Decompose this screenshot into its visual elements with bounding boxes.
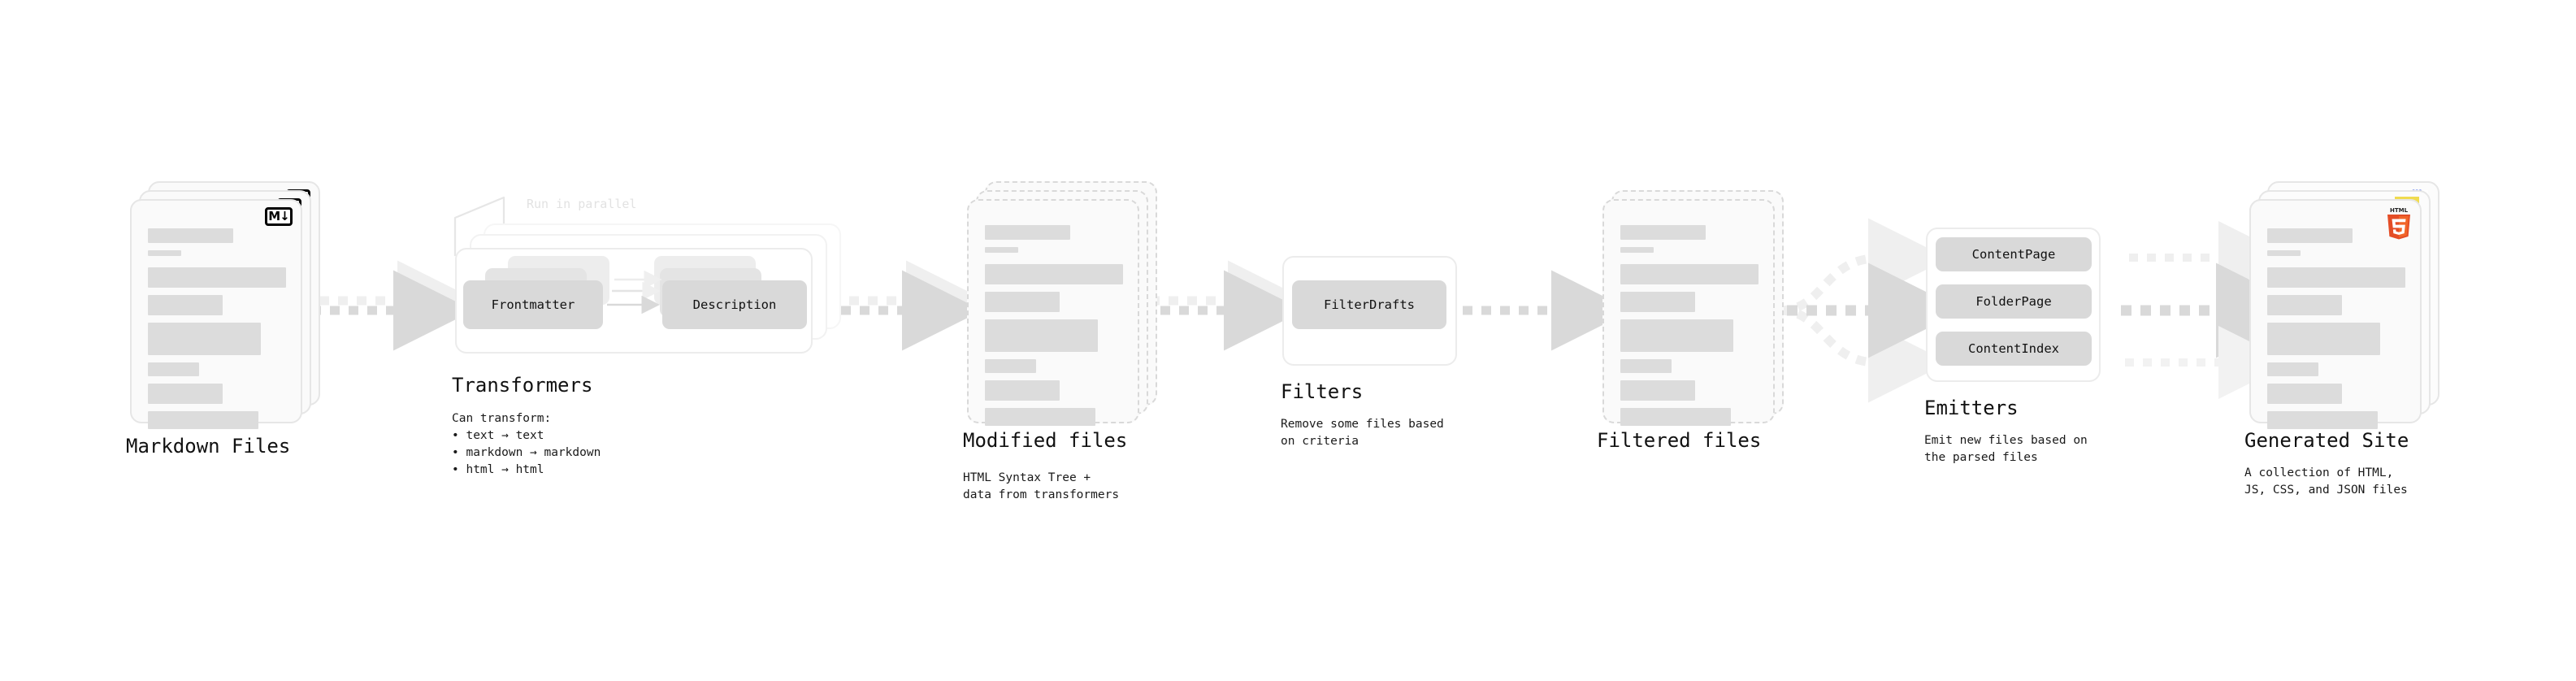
generated-site-subtitle: A collection of HTML, JS, CSS, and JSON … [2244,466,2408,497]
generated-card-html: HTML [2249,199,2422,429]
document-placeholder-lines [148,228,286,429]
arrow-markdown-to-transformers [311,260,478,351]
transformer-chip-frontmatter[interactable]: Frontmatter [463,280,603,329]
emitter-chip-contentpage[interactable]: ContentPage [1936,237,2092,271]
arrow-filtered-to-emitters [1767,218,1963,403]
document-placeholder-lines [985,225,1123,426]
filtered-card-front [1602,199,1775,426]
markdown-files-title: Markdown Files [126,435,291,458]
transformers-title: Transformers [452,374,593,397]
filters-title: Filters [1281,380,1364,403]
generated-site-title: Generated Site [2244,429,2409,452]
emitter-chip-contentindex[interactable]: ContentIndex [1936,332,2092,366]
document-placeholder-lines [2267,228,2405,429]
modified-files-title: Modified files [963,429,1128,452]
markdown-icon: M↓ [265,207,293,226]
html5-icon: HTML [2387,207,2410,240]
document-placeholder-lines [1620,225,1759,426]
transformers-subtitle: Can transform: • text → text • markdown … [452,412,601,477]
svg-text:HTML: HTML [2390,207,2409,214]
markdown-card-front: M↓ [130,199,302,429]
run-in-parallel-label: Run in parallel [527,197,637,211]
modified-files-subtitle: HTML Syntax Tree + data from transformer… [963,471,1120,502]
emitters-title: Emitters [1924,397,2019,419]
arrow-emitters-to-site [2121,221,2311,399]
filter-chip-filterdrafts[interactable]: FilterDrafts [1292,280,1446,329]
filters-subtitle: Remove some files based on criteria [1281,418,1444,449]
transformer-chip-description[interactable]: Description [662,280,807,329]
emitter-chip-folderpage[interactable]: FolderPage [1936,284,2092,319]
filtered-files-title: Filtered files [1597,429,1762,452]
emitters-subtitle: Emit new files based on the parsed files [1924,434,2088,465]
modified-card-front [967,199,1139,426]
